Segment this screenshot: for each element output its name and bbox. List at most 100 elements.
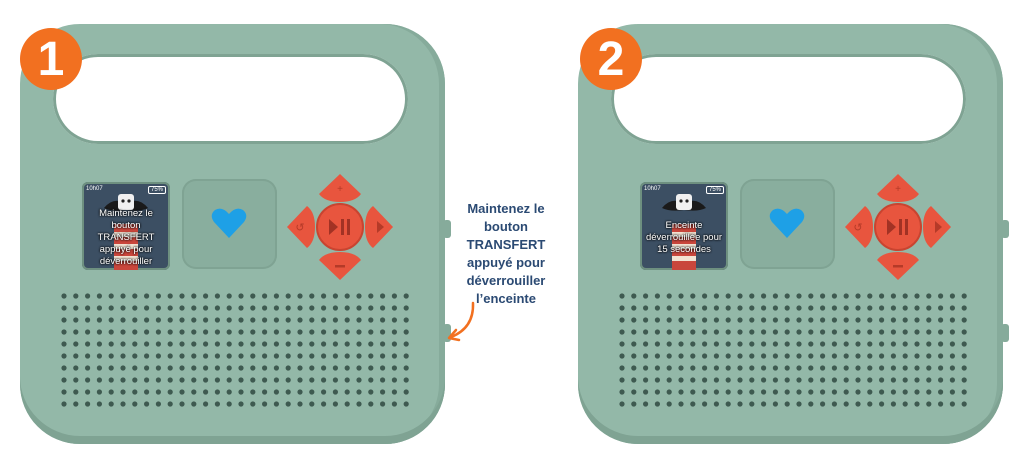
grille-hole	[73, 329, 79, 335]
grille-hole	[297, 341, 303, 347]
grille-hole	[96, 365, 102, 371]
grille-hole	[843, 341, 849, 347]
volume-up-button[interactable]: +	[319, 174, 361, 202]
grille-hole	[368, 365, 374, 371]
grille-hole	[120, 317, 126, 323]
grille-hole	[73, 293, 79, 299]
grille-hole	[961, 377, 967, 383]
grille-hole	[238, 305, 244, 311]
grille-hole	[96, 389, 102, 395]
grille-hole	[238, 401, 244, 407]
grille-hole	[855, 389, 861, 395]
grille-hole	[926, 305, 932, 311]
grille-hole	[120, 365, 126, 371]
grille-hole	[403, 329, 409, 335]
favorite-button[interactable]	[182, 179, 277, 269]
volume-down-button[interactable]	[319, 252, 361, 280]
grille-hole	[961, 401, 967, 407]
grille-hole	[203, 341, 209, 347]
grille-hole	[725, 353, 731, 359]
grille-hole	[938, 341, 944, 347]
grille-hole	[949, 389, 955, 395]
grille-hole	[619, 353, 625, 359]
grille-hole	[226, 293, 232, 299]
grille-hole	[85, 401, 91, 407]
grille-hole	[820, 317, 826, 323]
grille-hole	[96, 341, 102, 347]
play-pause-button[interactable]	[316, 203, 364, 251]
grille-hole	[690, 329, 696, 335]
grille-hole	[784, 365, 790, 371]
grille-hole	[749, 317, 755, 323]
play-pause-icon	[329, 219, 350, 235]
grille-hole	[796, 341, 802, 347]
grille-hole	[96, 329, 102, 335]
previous-button[interactable]: ↺	[287, 206, 315, 248]
next-button[interactable]	[365, 206, 393, 248]
grille-hole	[902, 353, 908, 359]
favorite-button[interactable]	[740, 179, 835, 269]
grille-hole	[297, 389, 303, 395]
next-button[interactable]	[923, 206, 951, 248]
grille-hole	[120, 293, 126, 299]
speaker-device-2: 10h07 75% Enceinte déverrouillée pour 15…	[578, 24, 1009, 444]
grille-hole	[144, 329, 150, 335]
grille-hole	[380, 389, 386, 395]
grille-hole	[666, 329, 672, 335]
volume-down-button[interactable]	[877, 252, 919, 280]
grille-hole	[344, 377, 350, 383]
grille-hole	[262, 389, 268, 395]
grille-hole	[619, 365, 625, 371]
grille-hole	[262, 329, 268, 335]
side-button[interactable]	[1001, 324, 1009, 342]
grille-hole	[938, 365, 944, 371]
grille-hole	[132, 365, 138, 371]
grille-hole	[666, 389, 672, 395]
previous-button[interactable]: ↺	[845, 206, 873, 248]
grille-hole	[926, 389, 932, 395]
grille-hole	[796, 317, 802, 323]
grille-hole	[702, 293, 708, 299]
grille-hole	[179, 365, 185, 371]
grille-hole	[179, 353, 185, 359]
play-pause-button[interactable]	[874, 203, 922, 251]
grille-hole	[820, 377, 826, 383]
grille-hole	[867, 305, 873, 311]
grille-hole	[926, 377, 932, 383]
grille-hole	[73, 365, 79, 371]
transfer-button[interactable]	[443, 220, 451, 238]
grille-hole	[191, 377, 197, 383]
grille-hole	[855, 377, 861, 383]
grille-hole	[120, 305, 126, 311]
transfer-button[interactable]	[1001, 220, 1009, 238]
grille-hole	[938, 305, 944, 311]
grille-hole	[654, 317, 660, 323]
grille-hole	[926, 293, 932, 299]
grille-hole	[250, 317, 256, 323]
grille-hole	[914, 305, 920, 311]
grille-hole	[808, 353, 814, 359]
device-screen: 10h07 75% Maintenez le bouton TRANSFERT …	[82, 182, 170, 270]
grille-hole	[855, 341, 861, 347]
grille-hole	[761, 329, 767, 335]
grille-hole	[120, 329, 126, 335]
grille-hole	[226, 305, 232, 311]
volume-up-button[interactable]: +	[877, 174, 919, 202]
grille-hole	[654, 329, 660, 335]
grille-hole	[61, 305, 67, 311]
grille-hole	[380, 293, 386, 299]
grille-hole	[203, 329, 209, 335]
grille-hole	[749, 365, 755, 371]
grille-hole	[737, 305, 743, 311]
grille-hole	[784, 305, 790, 311]
grille-hole	[85, 305, 91, 311]
grille-hole	[120, 401, 126, 407]
grille-hole	[191, 329, 197, 335]
grille-hole	[344, 353, 350, 359]
grille-hole	[831, 401, 837, 407]
grille-hole	[867, 341, 873, 347]
grille-hole	[155, 353, 161, 359]
side-button[interactable]	[443, 324, 451, 342]
grille-hole	[285, 341, 291, 347]
grille-hole	[250, 353, 256, 359]
